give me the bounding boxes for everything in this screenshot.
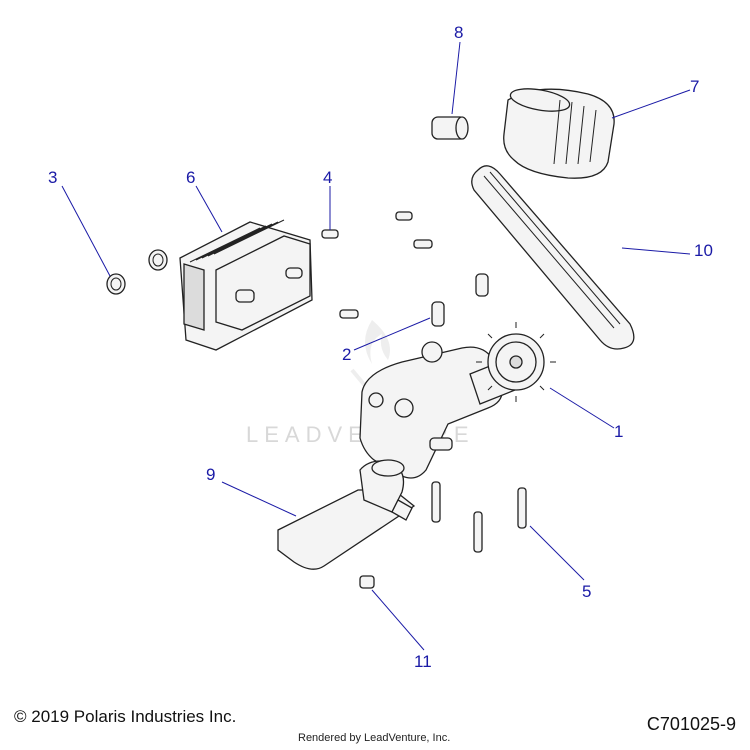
drive-belt xyxy=(471,165,635,350)
sleeve xyxy=(431,116,469,140)
o-ring-cooler xyxy=(148,249,168,271)
callout-11: 11 xyxy=(414,652,432,671)
callout-3: 3 xyxy=(48,168,57,187)
callout-7: 7 xyxy=(690,77,699,96)
leader-lines xyxy=(61,41,691,651)
callout-2: 2 xyxy=(342,345,351,364)
o-ring-small xyxy=(106,273,126,295)
oil-pump xyxy=(359,322,556,479)
callout-4: 4 xyxy=(323,168,332,187)
rendered-by-text: Rendered by LeadVenture, Inc. xyxy=(298,732,451,744)
diagram-id: C701025-9 xyxy=(646,714,736,734)
oil-filter xyxy=(503,88,615,179)
oil-cooler xyxy=(179,219,313,351)
dowel-pins xyxy=(431,273,489,327)
oil-strainer xyxy=(277,459,416,570)
bolt-set-4 xyxy=(321,211,433,319)
callout-10: 10 xyxy=(694,241,713,260)
bolt-set-5 xyxy=(431,481,527,553)
copyright-text: © 2019 Polaris Industries Inc. xyxy=(14,707,237,726)
callout-6: 6 xyxy=(186,168,195,187)
callout-8: 8 xyxy=(454,23,463,42)
callout-1: 1 xyxy=(614,422,623,441)
callout-9: 9 xyxy=(206,465,215,484)
screw-11 xyxy=(359,575,375,589)
callout-5: 5 xyxy=(582,582,591,601)
